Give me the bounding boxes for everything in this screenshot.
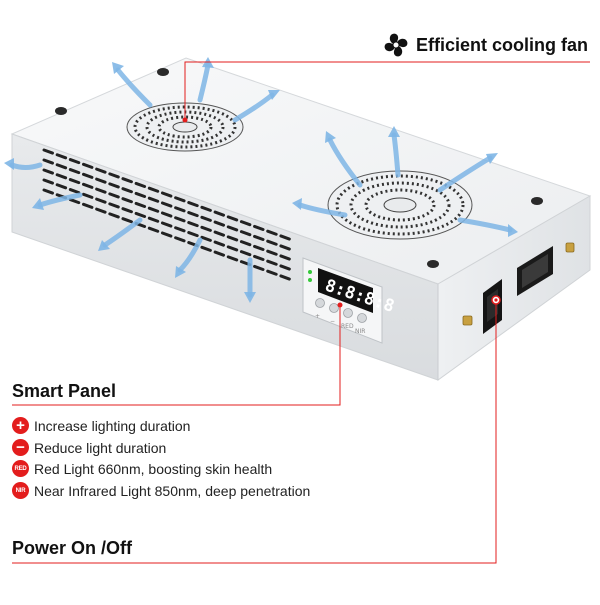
nir-icon: NIR [12, 482, 29, 499]
panel-btn-nir-label: NIR [355, 328, 365, 335]
smart-panel: 8:8:8:8 + − RED NIR [302, 257, 397, 344]
power-socket [517, 246, 553, 296]
brass-hooks [462, 242, 575, 326]
red-icon: RED [12, 460, 29, 477]
device-body [10, 57, 592, 381]
callout-dots [182, 117, 501, 308]
feature-text: Increase lighting duration [34, 417, 191, 434]
cooling-fan-right [327, 170, 473, 240]
airflow-arrows [9, 62, 513, 298]
callout-lines [12, 61, 590, 564]
feature-red-light: RED Red Light 660nm, boosting skin healt… [12, 460, 272, 477]
airflow-arrowheads [4, 57, 518, 303]
minus-icon: − [12, 439, 29, 456]
feature-text: Red Light 660nm, boosting skin health [34, 460, 273, 477]
panel-btn-minus-label: − [330, 318, 335, 325]
power-callout-title: Power On /Off [12, 538, 133, 558]
panel-btn-red-label: RED [341, 323, 354, 330]
fan-icon [384, 33, 408, 57]
top-screws [55, 68, 543, 268]
smart-panel-title: Smart Panel [12, 381, 117, 401]
feature-text: Near Infrared Light 850nm, deep penetrat… [34, 482, 311, 499]
plus-icon: + [12, 417, 29, 434]
feature-reduce-duration: − Reduce light duration [12, 439, 166, 456]
feature-nir-light: NIR Near Infrared Light 850nm, deep pene… [12, 482, 310, 499]
feature-increase-duration: + Increase lighting duration [12, 417, 190, 434]
panel-btn-plus-label: + [315, 313, 320, 320]
feature-text: Reduce light duration [34, 439, 167, 456]
fan-callout-title: Efficient cooling fan [416, 35, 589, 55]
